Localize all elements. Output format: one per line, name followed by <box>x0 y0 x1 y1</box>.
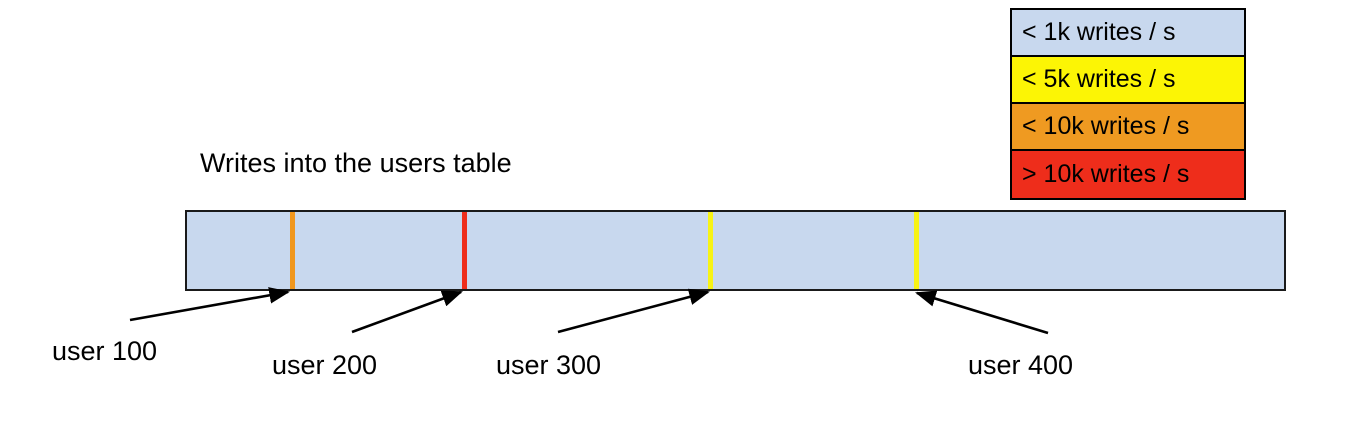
legend-label: < 10k writes / s <box>1022 112 1190 140</box>
legend-row: < 10k writes / s <box>1012 104 1244 151</box>
hot-row-stripe-user-300 <box>708 212 714 289</box>
chart-title: Writes into the users table <box>200 148 512 178</box>
hot-row-stripe-user-100 <box>290 212 296 289</box>
legend: < 1k writes / s < 5k writes / s < 10k wr… <box>1010 8 1246 200</box>
legend-row: < 1k writes / s <box>1012 10 1244 57</box>
legend-label: > 10k writes / s <box>1022 160 1190 188</box>
annotation-arrow <box>129 287 291 322</box>
legend-row: < 5k writes / s <box>1012 57 1244 104</box>
annotation-label-user-100: user 100 <box>52 336 158 366</box>
annotation-arrow <box>351 290 463 334</box>
hot-row-stripe-user-400 <box>914 212 920 289</box>
users-table-bar <box>185 210 1286 291</box>
legend-label: < 5k writes / s <box>1022 65 1176 93</box>
annotation-arrow <box>557 288 711 334</box>
legend-row: > 10k writes / s <box>1012 151 1244 198</box>
annotation-arrow <box>915 290 1049 335</box>
annotation-label-user-300: user 300 <box>496 350 602 380</box>
annotation-label-user-200: user 200 <box>272 350 378 380</box>
hot-row-stripe-user-200 <box>462 212 468 289</box>
annotation-label-user-400: user 400 <box>968 350 1074 380</box>
legend-label: < 1k writes / s <box>1022 18 1176 46</box>
